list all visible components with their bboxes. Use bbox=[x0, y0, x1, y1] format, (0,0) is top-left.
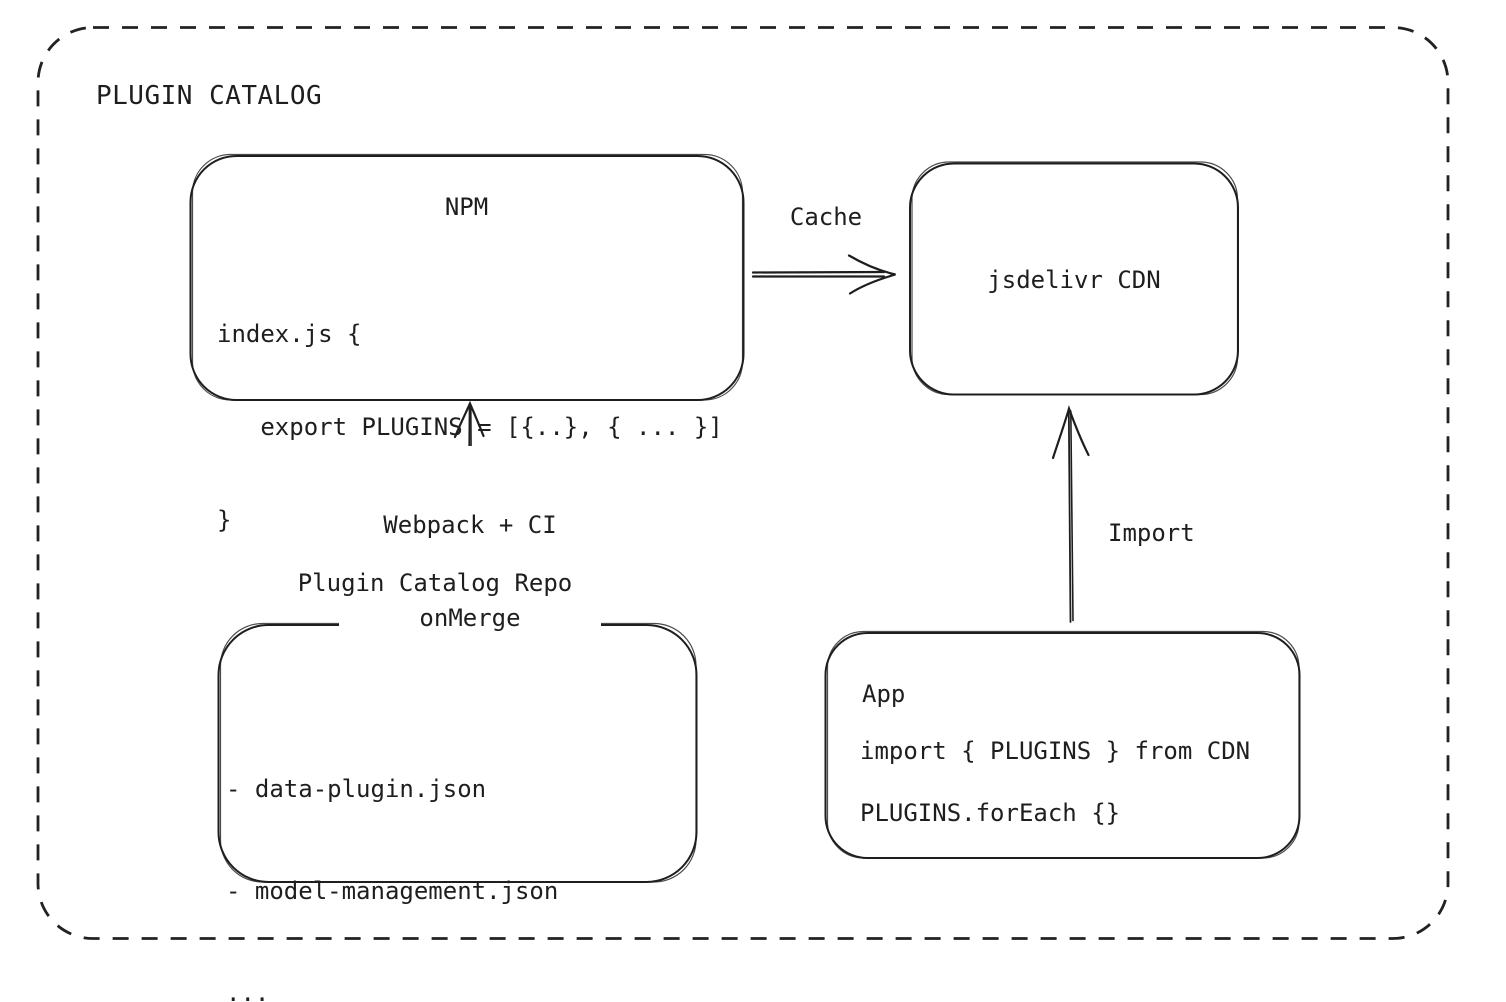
webpack-arrow-label: Webpack + CI onMerge bbox=[339, 446, 601, 700]
diagram-title: PLUGIN CATALOG bbox=[96, 81, 323, 111]
npm-box bbox=[189, 153, 745, 401]
app-box bbox=[824, 630, 1301, 859]
cache-arrow bbox=[751, 254, 896, 295]
catalog-boundary-border bbox=[36, 26, 1450, 940]
repo-file-item: - data-plugin.json bbox=[226, 775, 487, 803]
import-arrow bbox=[1051, 404, 1090, 623]
npm-code-line: export PLUGINS = [{..}, { ... }] bbox=[217, 413, 723, 441]
app-code-line: PLUGINS.forEach {} bbox=[860, 799, 1121, 827]
npm-code-line: } bbox=[217, 506, 232, 534]
npm-box-title: NPM bbox=[444, 193, 489, 221]
npm-code-block: index.js { export PLUGINS = [{..}, { ...… bbox=[217, 257, 723, 598]
repo-file-item: - model-management.json bbox=[226, 877, 559, 905]
app-code-line: import { PLUGINS } from CDN bbox=[860, 737, 1251, 765]
webpack-arrow-label-line2: onMerge bbox=[419, 604, 521, 632]
import-arrow-label: Import bbox=[1108, 519, 1195, 547]
repo-file-item: ... bbox=[226, 979, 270, 1002]
cdn-box bbox=[909, 161, 1239, 396]
webpack-arrow-label-line1: Webpack + CI bbox=[383, 511, 557, 539]
npm-code-line: index.js { bbox=[217, 320, 362, 348]
repo-box-label: Plugin Catalog Repo bbox=[297, 569, 573, 597]
cache-arrow-label: Cache bbox=[789, 203, 863, 231]
cdn-box-label: jsdelivr CDN bbox=[987, 266, 1161, 294]
app-box-title: App bbox=[862, 680, 906, 708]
repo-file-list: - data-plugin.json - model-management.js… bbox=[226, 704, 558, 1002]
